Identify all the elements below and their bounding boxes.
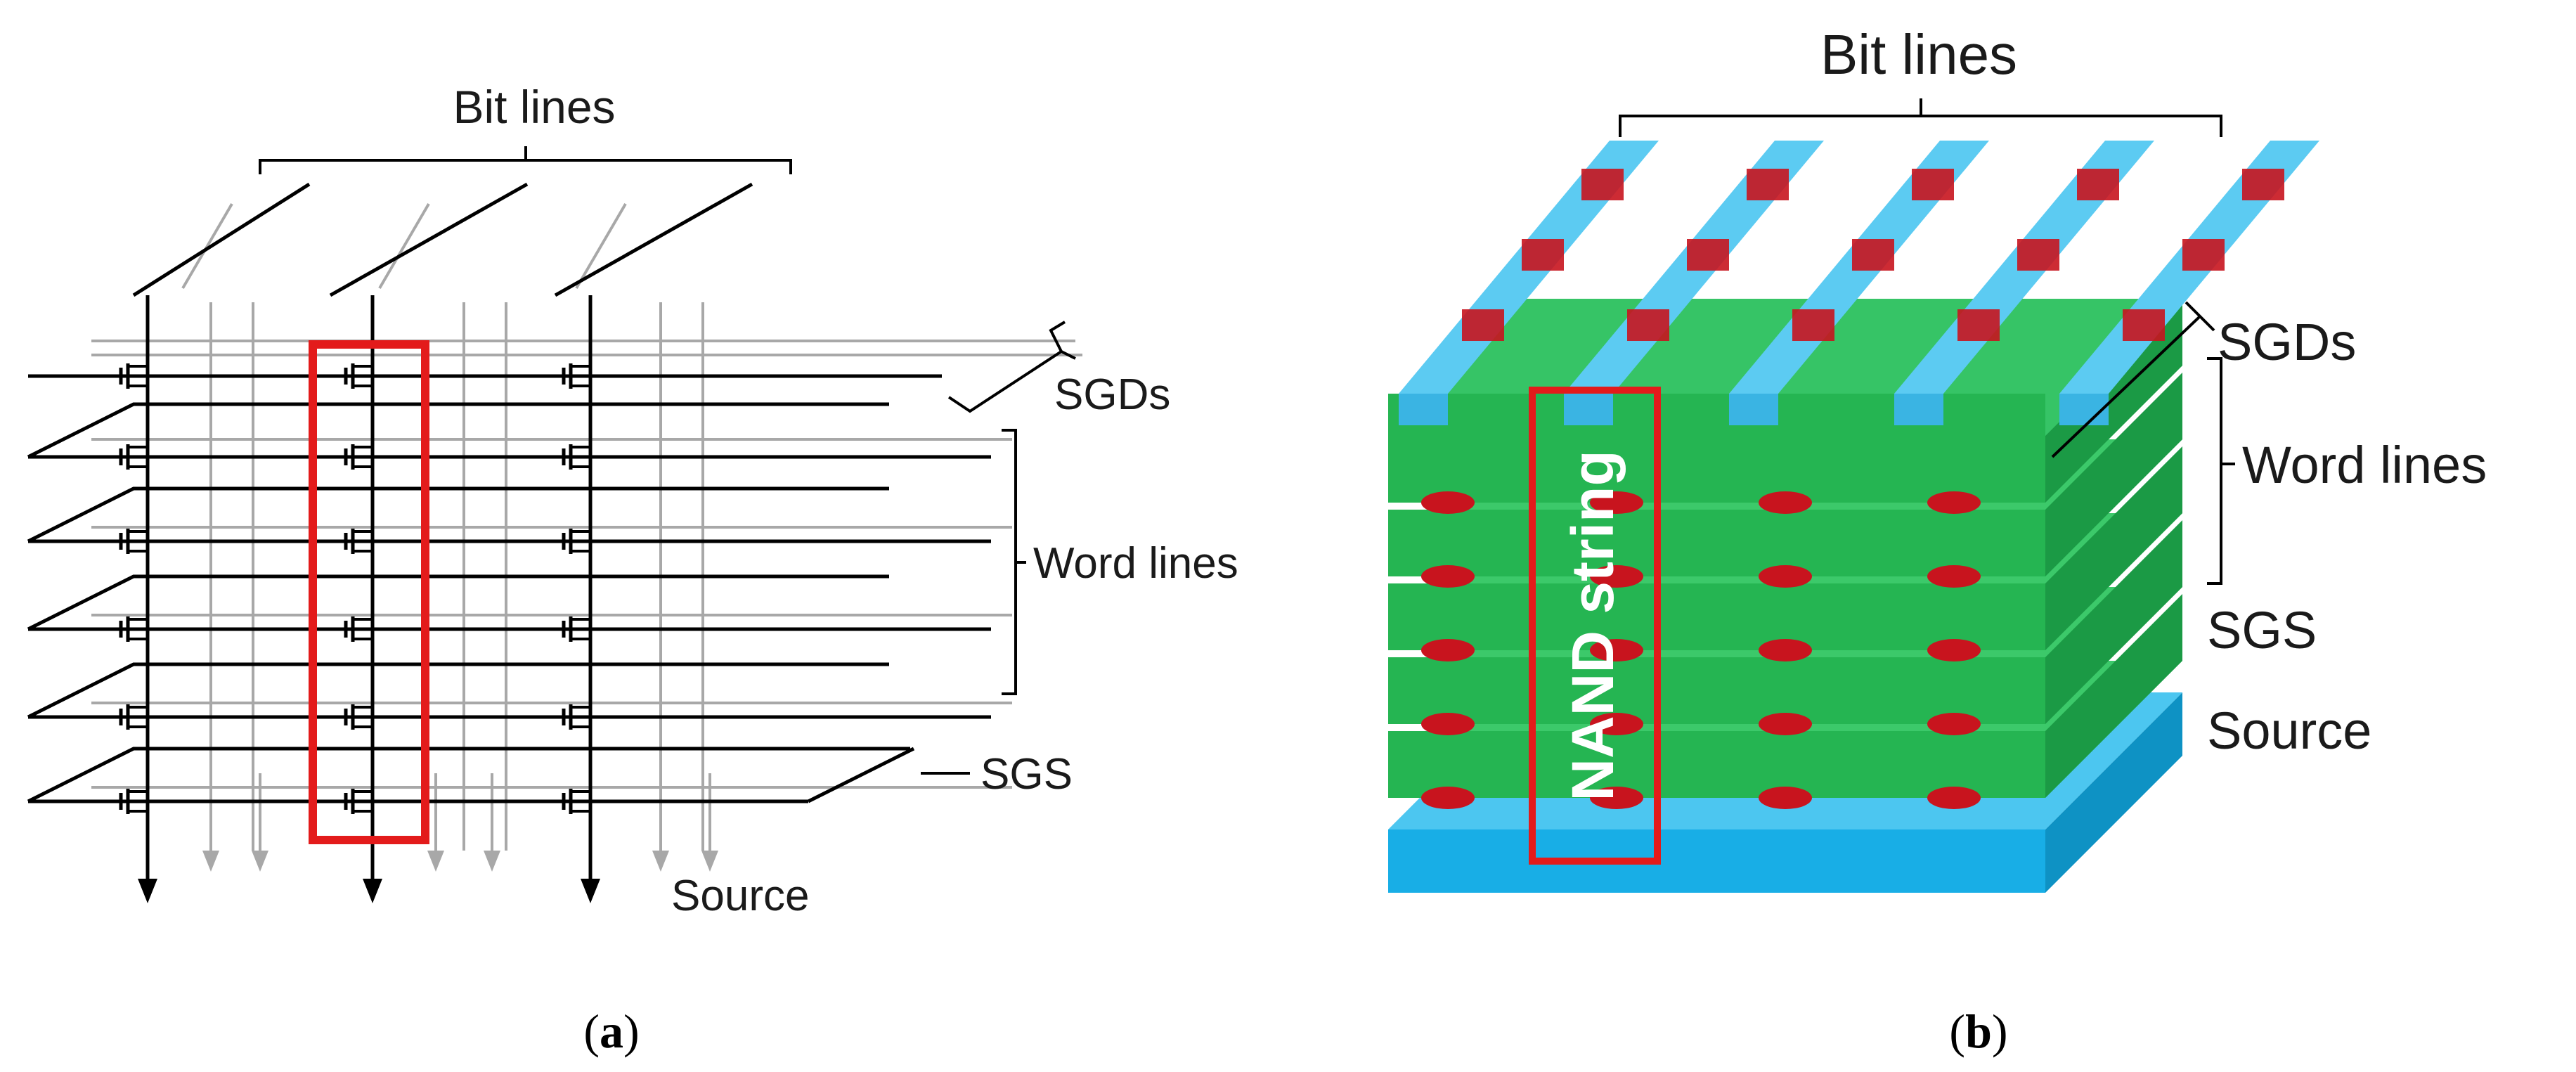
- caption-a-letter: a: [600, 1005, 623, 1058]
- pillar-contact: [1462, 309, 1504, 341]
- pillar-dot: [1590, 713, 1643, 735]
- nand-string-label: NAND string: [1560, 450, 1626, 801]
- pillar-dot: [1927, 787, 1981, 809]
- nand-string-highlight-box: [309, 340, 429, 844]
- pillar-dot: [1421, 491, 1475, 514]
- word-lines-bracket-b: [2207, 357, 2235, 585]
- pillar-dot: [1759, 491, 1812, 514]
- layer-side: [2045, 373, 2182, 576]
- pillar-dot: [1421, 565, 1475, 588]
- bit-line-bars: [1399, 141, 2319, 425]
- pillar-dot: [1421, 639, 1475, 661]
- pillar-contact: [1792, 309, 1834, 341]
- panel-a-circuit-schematic: Bit lines: [27, 81, 1238, 1058]
- bit-line-bar-front: [1564, 394, 1613, 425]
- bit-lines-label: Bit lines: [453, 81, 615, 133]
- sgds-label: SGDs: [1054, 370, 1170, 419]
- pillar-contact: [1522, 239, 1564, 271]
- layer-side: [2045, 446, 2182, 650]
- bit-lines-brace: [259, 146, 792, 174]
- bit-line-bar-front: [2059, 394, 2109, 425]
- bit-line-bar-front: [1894, 394, 1943, 425]
- back-gray-circuit-layer: [91, 202, 1082, 854]
- layer-front: [1388, 394, 2045, 436]
- bit-line-bar-front: [1399, 394, 1448, 425]
- pillar-dot: [1927, 565, 1981, 588]
- sgds-brace: [947, 321, 1076, 413]
- pillar-dot: [1759, 713, 1812, 735]
- sgds-label-b: SGDs: [2218, 313, 2356, 371]
- pillar-contact: [2182, 239, 2225, 271]
- black-word-line-planes: [27, 374, 991, 803]
- pillar-dot: [1590, 491, 1643, 514]
- layer-front: [1388, 731, 2045, 798]
- word-lines-bracket: [1002, 429, 1026, 695]
- caption-b: (b): [1949, 1005, 2007, 1058]
- pillar-dot: [1927, 639, 1981, 661]
- word-lines-label: Word lines: [1033, 539, 1238, 588]
- pillar-dot: [1759, 639, 1812, 661]
- source-label: Source: [671, 872, 809, 920]
- pillar-contact: [2242, 169, 2284, 200]
- caption-b-letter: b: [1965, 1005, 1992, 1058]
- layer-front: [1388, 657, 2045, 724]
- layer-front: [1388, 510, 2045, 576]
- caption-a-close: ): [623, 1005, 640, 1058]
- pillar-dot: [1590, 787, 1643, 809]
- layer-side: [2045, 594, 2182, 798]
- pillar-dot: [1927, 713, 1981, 735]
- pillar-dot: [1927, 491, 1981, 514]
- bit-lines-brace-b: [1619, 98, 2222, 137]
- nand-string-highlight-box-b: [1529, 387, 1661, 865]
- layer-side: [2045, 520, 2182, 724]
- pillar-contact: [2123, 309, 2165, 341]
- sgs-label-b: SGS: [2207, 601, 2317, 659]
- bit-lines-label-b: Bit lines: [1820, 23, 2017, 86]
- pillar-contact: [2017, 239, 2059, 271]
- black-nand-strings: [119, 295, 593, 879]
- pillar-dot: [1421, 713, 1475, 735]
- pillar-contact: [2077, 169, 2119, 200]
- caption-a: (a): [583, 1005, 639, 1058]
- pillar-contact: [1747, 169, 1789, 200]
- sgs-label: SGS: [980, 750, 1073, 799]
- panel-b-3d-structure: Bit lines NAND string SGDs Word lines SG…: [1388, 23, 2487, 1058]
- pillar-contact: [1957, 309, 2000, 341]
- pillar-dot: [1759, 787, 1812, 809]
- gray-source-arrows: [202, 851, 718, 872]
- black-bit-lines: [132, 182, 753, 297]
- source-label-b: Source: [2207, 702, 2371, 760]
- bit-line-bar-front: [1729, 394, 1778, 425]
- layer-front: [1388, 583, 2045, 650]
- pillar-contact: [1852, 239, 1894, 271]
- pillar-contact: [1627, 309, 1669, 341]
- caption-a-open: (: [583, 1005, 600, 1058]
- layer-side: [2045, 299, 2182, 503]
- pillar-dot: [1759, 565, 1812, 588]
- caption-b-close: ): [1992, 1005, 2008, 1058]
- pillar-dot: [1590, 639, 1643, 661]
- layer-front: [1388, 436, 2045, 503]
- pillar-dot: [1590, 565, 1643, 588]
- word-lines-label-b: Word lines: [2242, 436, 2487, 494]
- caption-b-open: (: [1949, 1005, 1965, 1058]
- black-source-arrows: [138, 879, 600, 903]
- pillar-dot: [1421, 787, 1475, 809]
- sgds-brace-b: [2051, 301, 2215, 458]
- pillar-contact: [1912, 169, 1954, 200]
- pillar-contact: [1687, 239, 1729, 271]
- pillar-contact: [1581, 169, 1624, 200]
